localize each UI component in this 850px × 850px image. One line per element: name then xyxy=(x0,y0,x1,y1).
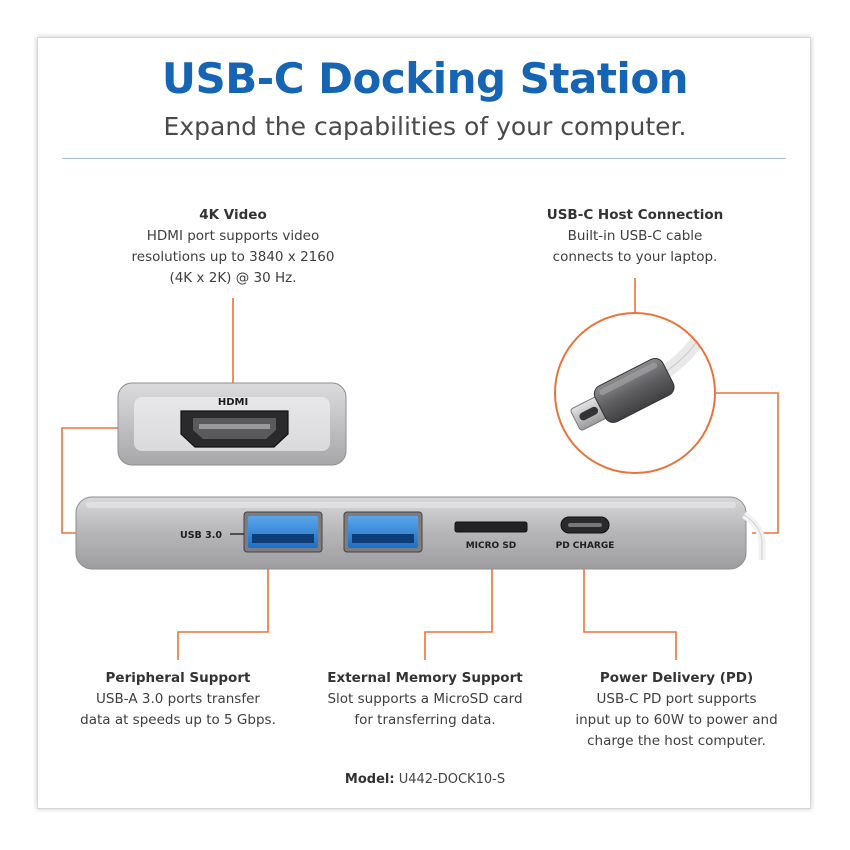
usb-a-port-2 xyxy=(343,511,423,553)
callout-peripheral: Peripheral Support USB-A 3.0 ports trans… xyxy=(63,668,293,731)
usb-c-zoom xyxy=(554,312,716,474)
callout-video-heading: 4K Video xyxy=(199,207,267,223)
microsd-label: MICRO SD xyxy=(466,541,517,551)
model-label: Model: xyxy=(344,772,395,787)
callout-host: USB-C Host Connection Built-in USB-C cab… xyxy=(512,205,758,268)
model-number: Model: U442-DOCK10-S xyxy=(0,772,850,787)
callout-power-line: charge the host computer. xyxy=(587,733,766,749)
header-divider xyxy=(62,158,786,159)
callout-power: Power Delivery (PD) USB-C PD port suppor… xyxy=(554,668,799,752)
leader-host-cable xyxy=(712,392,779,534)
callout-power-line: USB-C PD port supports xyxy=(596,691,757,707)
leader-power xyxy=(583,530,677,660)
callout-memory-heading: External Memory Support xyxy=(327,670,523,686)
callout-peripheral-line: data at speeds up to 5 Gbps. xyxy=(80,712,276,728)
callout-peripheral-heading: Peripheral Support xyxy=(105,670,251,686)
leader-memory xyxy=(424,538,493,660)
callout-memory: External Memory Support Slot supports a … xyxy=(300,668,550,731)
pd-label: PD CHARGE xyxy=(556,541,615,551)
microsd-slot xyxy=(454,521,528,533)
callout-memory-line: Slot supports a MicroSD card xyxy=(327,691,523,707)
callout-video-line: HDMI port supports video xyxy=(146,228,320,244)
model-value: U442-DOCK10-S xyxy=(398,772,506,787)
callout-video: 4K Video HDMI port supports video resolu… xyxy=(113,205,353,289)
callout-video-line: resolutions up to 3840 x 2160 xyxy=(131,249,335,265)
callout-video-line: (4K x 2K) @ 30 Hz. xyxy=(169,270,297,286)
page-title: USB-C Docking Station xyxy=(161,54,689,103)
hdmi-label: HDMI xyxy=(218,397,248,408)
leader-peripheral xyxy=(177,562,269,660)
hdmi-end xyxy=(117,382,347,466)
callout-power-line: input up to 60W to power and xyxy=(575,712,778,728)
callout-host-line: Built-in USB-C cable xyxy=(567,228,703,244)
callout-peripheral-line: USB-A 3.0 ports transfer xyxy=(96,691,260,707)
usb-a-port-1 xyxy=(243,511,323,553)
page-subtitle: Expand the capabilities of your computer… xyxy=(163,112,687,141)
usb-label: USB 3.0 xyxy=(180,530,222,541)
callout-memory-line: for transferring data. xyxy=(354,712,496,728)
callout-power-heading: Power Delivery (PD) xyxy=(599,670,754,686)
callout-host-heading: USB-C Host Connection xyxy=(546,207,724,223)
leader-lines xyxy=(61,278,779,660)
callout-host-line: connects to your laptop. xyxy=(552,249,718,265)
leader-left-bracket xyxy=(61,427,148,534)
